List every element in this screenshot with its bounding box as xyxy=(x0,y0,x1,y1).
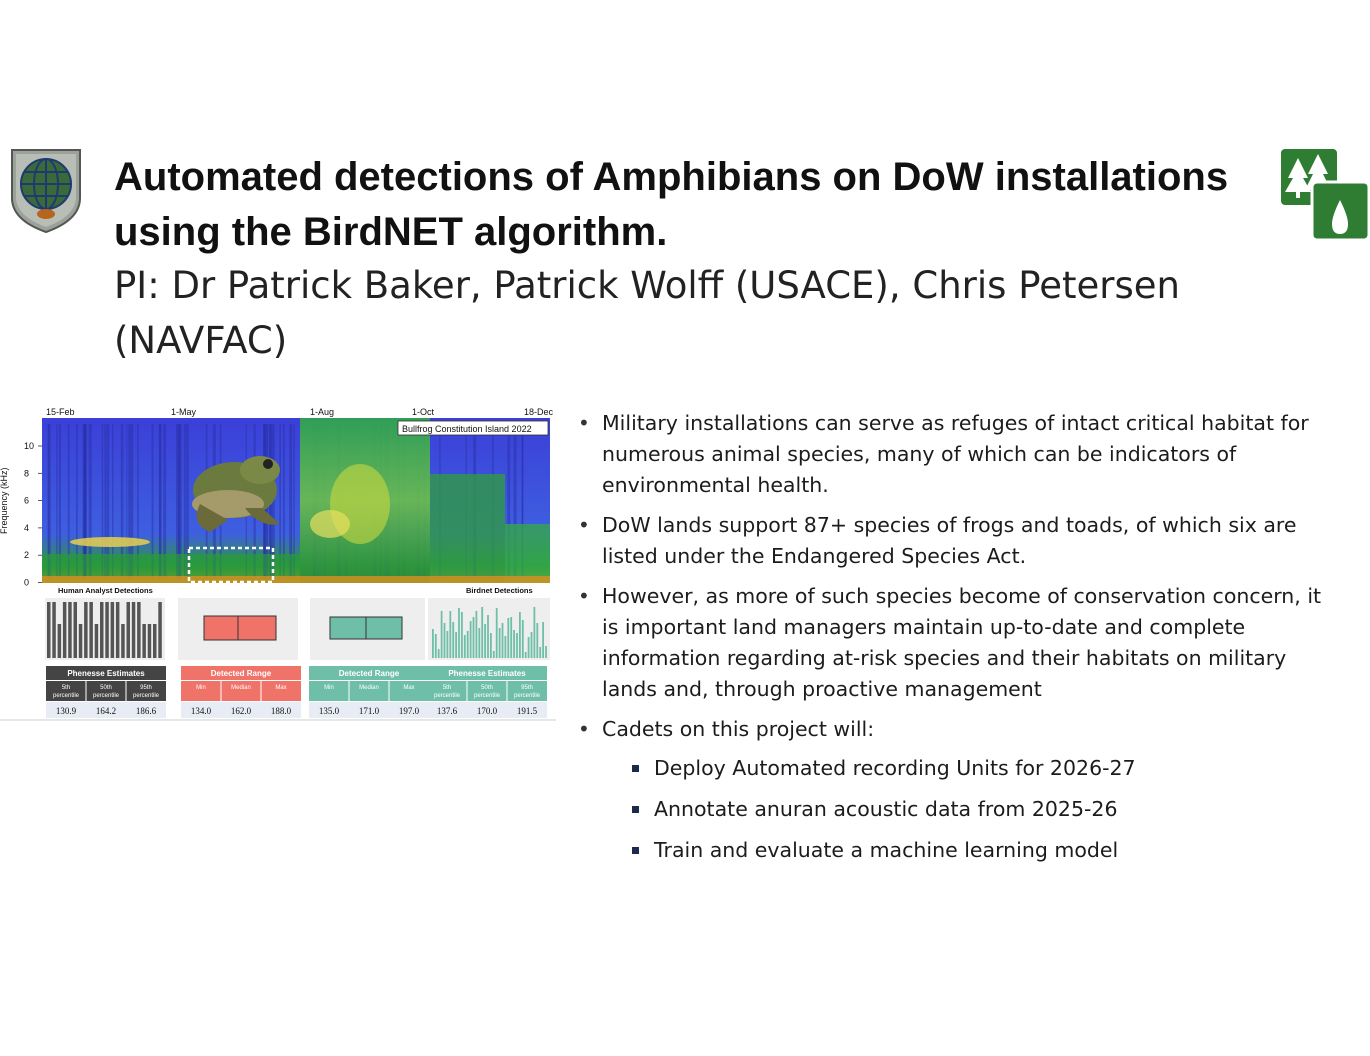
y-tick-label: 0 xyxy=(24,578,29,588)
table-value: 162.0 xyxy=(231,706,252,716)
table-header: Phenesse Estimates xyxy=(448,669,526,678)
sub-bullet-train: Train and evaluate a machine learning mo… xyxy=(602,835,1338,866)
table-col-label: Median xyxy=(231,685,251,691)
table-col-label: Min xyxy=(196,685,206,691)
sub-bullet-deploy: Deploy Automated recording Units for 202… xyxy=(602,753,1338,784)
highlight-box xyxy=(187,546,275,584)
table-col-label: percentile xyxy=(93,693,120,699)
table-col-label: percentile xyxy=(514,693,541,699)
table-col-label: 50th xyxy=(481,685,493,691)
table-col-label: 5th xyxy=(443,685,451,691)
title-line-1: Automated detections of Amphibians on Do… xyxy=(114,155,1229,199)
y-tick-label: 2 xyxy=(24,550,29,560)
estimate-table: Phenesse Estimates 5th percentile 50th perce… xyxy=(427,666,547,718)
table-col-label: Max xyxy=(403,685,414,691)
spectrogram-legend: Bullfrog Constitution Island 2022 xyxy=(402,424,532,434)
table-col-label: 95th xyxy=(521,685,533,691)
slide-subtitle: PI: Dr Patrick Baker, Patrick Wolff (USA… xyxy=(114,264,1180,362)
human-detections-title: Human Analyst Detections xyxy=(58,586,153,595)
sub-bullet-annotate: Annotate anuran acoustic data from 2025-… xyxy=(602,794,1338,825)
table-value: 170.0 xyxy=(477,706,498,716)
month-label: 1-May xyxy=(171,407,197,417)
slide-title: Automated detections of Amphibians on Do… xyxy=(114,150,1254,260)
table-value: 188.0 xyxy=(271,706,292,716)
bullet-item-refuges: Military installations can serve as refu… xyxy=(578,408,1338,501)
table-col-label: percentile xyxy=(434,693,461,699)
table-col-label: 95th xyxy=(140,685,152,691)
table-value: 197.0 xyxy=(399,706,420,716)
table-col-label: Max xyxy=(275,685,286,691)
month-label: 18-Dec xyxy=(524,407,554,417)
y-tick-label: 4 xyxy=(24,523,29,533)
table-value: 130.9 xyxy=(56,706,77,716)
month-label: 15-Feb xyxy=(46,407,75,417)
birdnet-histogram-panel xyxy=(428,598,550,660)
table-col-label: 50th xyxy=(100,685,112,691)
table-header: Detected Range xyxy=(339,669,400,678)
bullet-list: Military installations can serve as refu… xyxy=(578,408,1338,876)
table-value: 135.0 xyxy=(319,706,340,716)
spectrogram-svg: Bullfrog Constitution Island 2022 15-Feb… xyxy=(0,407,556,721)
table-col-label: Min xyxy=(324,685,334,691)
estimate-table: Phenesse Estimates 5th percentile 50th perce… xyxy=(46,666,166,718)
y-tick-label: 10 xyxy=(24,441,34,451)
cadet-task-list: Deploy Automated recording Units for 202… xyxy=(602,753,1338,866)
y-axis-label: Frequency (kHz) xyxy=(0,467,9,534)
table-value: 191.5 xyxy=(517,706,538,716)
table-header: Detected Range xyxy=(211,669,272,678)
table-value: 171.0 xyxy=(359,706,380,716)
table-value: 186.6 xyxy=(136,706,157,716)
table-col-label: percentile xyxy=(53,693,80,699)
bullet-item-conservation: However, as more of such species become … xyxy=(578,581,1338,705)
table-col-label: 5th xyxy=(62,685,70,691)
table-value: 134.0 xyxy=(191,706,212,716)
month-label: 1-Aug xyxy=(310,407,334,417)
month-label: 1-Oct xyxy=(412,407,435,417)
bullet-item-cadets: Cadets on this project will: Deploy Auto… xyxy=(578,714,1338,866)
spectrogram-figure: Bullfrog Constitution Island 2022 15-Feb… xyxy=(0,404,556,722)
table-value: 137.6 xyxy=(437,706,458,716)
y-tick-label: 8 xyxy=(24,468,29,478)
table-col-label: Median xyxy=(359,685,379,691)
bullet-item-species: DoW lands support 87+ species of frogs a… xyxy=(578,510,1338,572)
table-col-label: percentile xyxy=(474,693,501,699)
birdnet-detections-title: Birdnet Detections xyxy=(466,586,533,595)
y-tick-label: 6 xyxy=(24,496,29,506)
frog-photo xyxy=(192,456,280,532)
cadets-label: Cadets on this project will: xyxy=(602,717,875,741)
table-header: Phenesse Estimates xyxy=(67,669,145,678)
table-value: 164.2 xyxy=(96,706,116,716)
title-line-2: using the BirdNET algorithm. xyxy=(114,210,668,254)
trees-waterdrop-logo xyxy=(1279,147,1370,242)
shield-globe-logo xyxy=(10,148,82,234)
table-col-label: percentile xyxy=(133,693,160,699)
